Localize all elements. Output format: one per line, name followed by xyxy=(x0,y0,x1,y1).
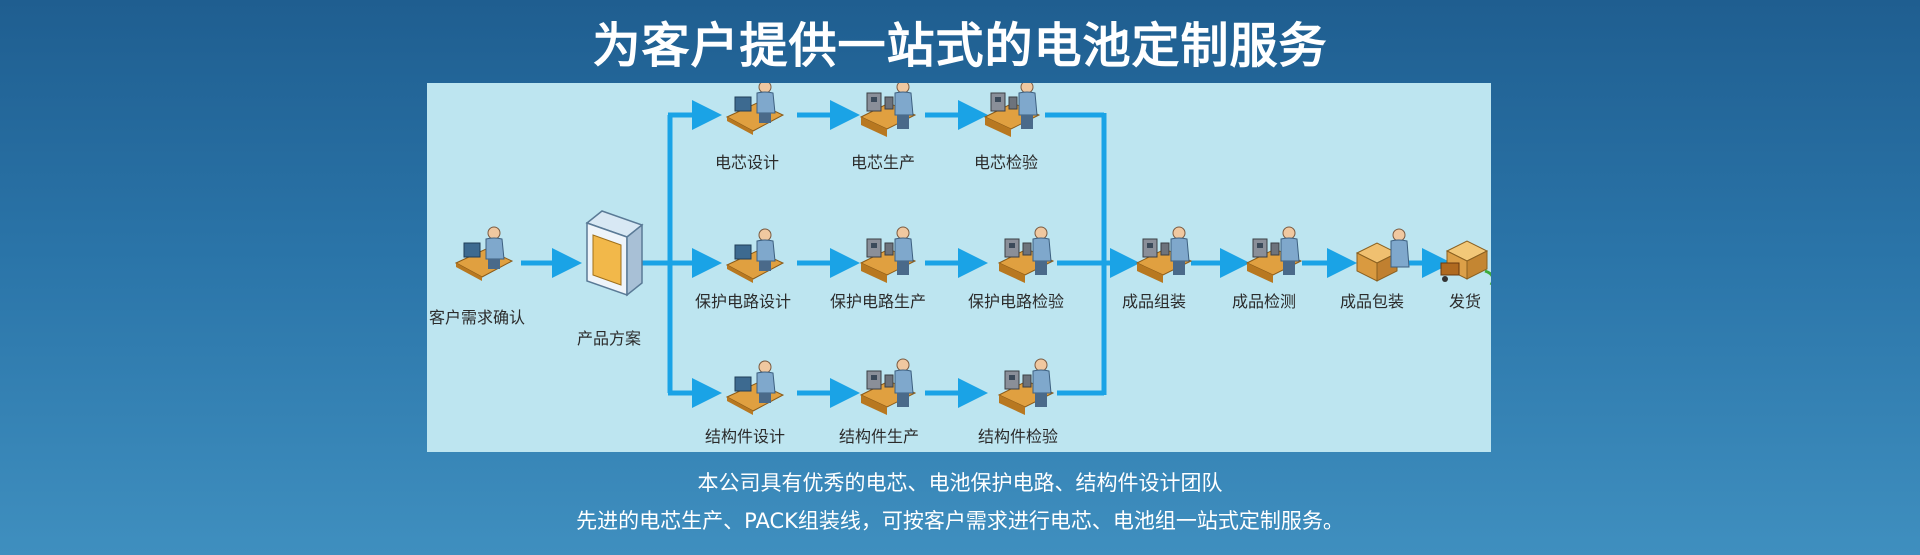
process-flow-diagram: 客户需求确认 产品方案 电芯设计 电芯生产 电芯检验 xyxy=(427,83,1491,452)
node-label-struct-inspection: 结构件检验 xyxy=(978,427,1058,446)
node-label-struct-design: 结构件设计 xyxy=(705,427,785,446)
node-pcb-production: 保护电路生产 xyxy=(830,226,926,311)
node-struct-design: 结构件设计 xyxy=(705,360,785,446)
production-machine-icon xyxy=(860,83,916,138)
final-inspection-machine-icon xyxy=(1246,226,1302,284)
node-plan: 产品方案 xyxy=(577,210,644,348)
node-struct-production: 结构件生产 xyxy=(839,358,919,446)
production-machine-icon xyxy=(860,226,916,284)
node-label-packaging: 成品包装 xyxy=(1340,292,1404,311)
inspection-machine-icon xyxy=(984,83,1040,138)
production-machine-icon xyxy=(860,358,916,416)
caption-line-1: 本公司具有优秀的电芯、电池保护电路、结构件设计团队 xyxy=(697,471,1223,495)
node-struct-inspection: 结构件检验 xyxy=(978,358,1058,446)
customer-worker-icon xyxy=(455,226,513,282)
node-label-assembly: 成品组装 xyxy=(1122,292,1186,311)
node-shipping: 发货 xyxy=(1439,239,1491,311)
server-icon xyxy=(585,210,644,297)
node-pcb-inspection: 保护电路检验 xyxy=(968,226,1064,311)
caption-line-2: 先进的电芯生产、PACK组装线，可按客户需求进行电芯、电池组一站式定制服务。 xyxy=(576,509,1344,533)
node-assembly: 成品组装 xyxy=(1122,226,1192,311)
designer-icon xyxy=(726,228,784,284)
node-label-customer: 客户需求确认 xyxy=(429,308,525,327)
packaging-box-icon xyxy=(1356,228,1410,282)
flow-svg: 客户需求确认 产品方案 电芯设计 电芯生产 电芯检验 xyxy=(429,83,1491,446)
node-label-plan: 产品方案 xyxy=(577,329,641,348)
inspection-machine-icon xyxy=(998,358,1054,416)
node-label-final-inspection: 成品检测 xyxy=(1232,292,1296,311)
node-label-shipping: 发货 xyxy=(1449,292,1481,311)
page-title: 为客户提供一站式的电池定制服务 xyxy=(592,18,1328,74)
node-label-pcb-inspection: 保护电路检验 xyxy=(968,292,1064,311)
node-label-pcb-production: 保护电路生产 xyxy=(830,292,926,311)
node-cell-inspection: 电芯检验 xyxy=(974,83,1040,172)
node-label-cell-production: 电芯生产 xyxy=(851,153,915,172)
inspection-machine-icon xyxy=(998,226,1054,284)
designer-icon xyxy=(726,360,784,416)
connector-lines xyxy=(521,100,1452,408)
node-label-cell-inspection: 电芯检验 xyxy=(974,153,1038,172)
node-pcb-design: 保护电路设计 xyxy=(695,228,791,311)
node-cell-design: 电芯设计 xyxy=(715,83,784,172)
node-final-inspection: 成品检测 xyxy=(1232,226,1302,311)
node-label-cell-design: 电芯设计 xyxy=(715,153,779,172)
node-label-struct-production: 结构件生产 xyxy=(839,427,919,446)
assembly-machine-icon xyxy=(1136,226,1192,284)
node-cell-production: 电芯生产 xyxy=(851,83,916,172)
node-packaging: 成品包装 xyxy=(1340,228,1410,311)
node-label-pcb-design: 保护电路设计 xyxy=(695,292,791,311)
shipping-box-icon xyxy=(1439,239,1491,287)
designer-icon xyxy=(726,83,784,136)
node-customer: 客户需求确认 xyxy=(429,226,525,327)
